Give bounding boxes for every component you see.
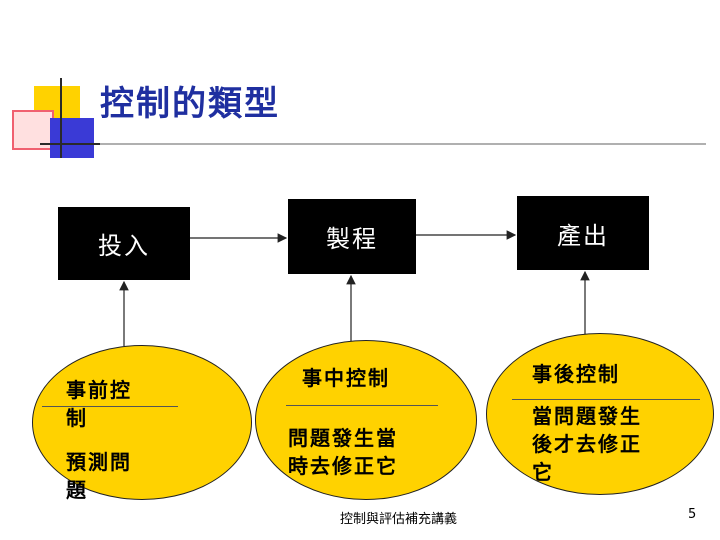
- concurrent-control-desc-line1: 問題發生當: [288, 426, 398, 450]
- pre-control-ellipse: [32, 345, 252, 500]
- decor-blue-square: [50, 118, 94, 158]
- pre-control-heading: 事前控 制: [66, 376, 132, 432]
- input-box: 投入: [58, 207, 190, 280]
- pre-control-desc-line1: 預測問: [66, 450, 132, 474]
- input-label: 投入: [98, 232, 150, 260]
- concurrent-control-desc-line2: 時去修正它: [288, 454, 398, 478]
- title-underline-accent: [40, 143, 100, 145]
- concurrent-control-desc: 問題發生當 時去修正它: [288, 424, 398, 480]
- pre-control-heading-line1: 事前控: [66, 378, 132, 402]
- post-control-desc-line3: 它: [532, 460, 554, 484]
- concurrent-control-ellipse: [255, 340, 477, 500]
- post-control-desc: 當問題發生 後才去修正 它: [532, 402, 642, 486]
- post-control-desc-line2: 後才去修正: [532, 432, 642, 456]
- decor-vertical-line: [60, 78, 62, 158]
- page-number: 5: [688, 507, 697, 522]
- concurrent-control-divider: [286, 405, 438, 406]
- pre-control-desc-line2: 題: [66, 478, 88, 502]
- title-underline: [40, 143, 706, 145]
- pre-control-desc: 預測問 題: [66, 448, 132, 504]
- post-control-heading: 事後控制: [532, 362, 620, 386]
- output-label: 產出: [557, 221, 609, 250]
- output-box: 產出: [517, 196, 649, 270]
- process-box: 製程: [288, 199, 416, 274]
- post-control-ellipse: [486, 333, 714, 495]
- footer-text: 控制與評估補充講義: [340, 512, 458, 527]
- pre-control-divider: [42, 406, 178, 407]
- slide-title: 控制的類型: [100, 84, 280, 124]
- process-label: 製程: [326, 225, 378, 253]
- concurrent-control-heading: 事中控制: [302, 366, 390, 390]
- post-control-divider: [512, 399, 700, 400]
- post-control-desc-line1: 當問題發生: [532, 404, 642, 428]
- pre-control-heading-line2: 制: [66, 406, 88, 430]
